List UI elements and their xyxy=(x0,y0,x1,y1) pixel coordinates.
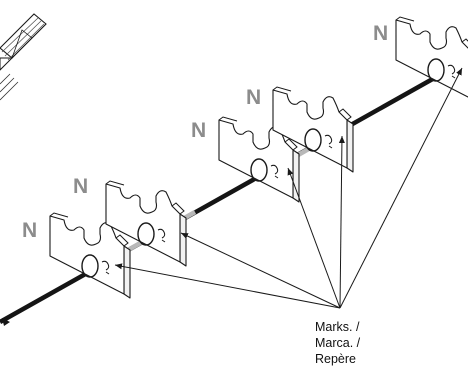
callout-line-2: Marca. / xyxy=(315,336,361,350)
callout-line-1: Marks. / xyxy=(315,320,360,334)
nut-label-4: N xyxy=(246,86,261,109)
leader-line-5 xyxy=(339,67,463,309)
leader-line-1 xyxy=(114,263,341,309)
tool-handle-icon xyxy=(0,13,47,101)
rod-dark-lower xyxy=(0,56,468,324)
leader-line-2 xyxy=(180,232,341,309)
nut-label-2: N xyxy=(73,175,88,198)
nut-label-5: N xyxy=(373,22,388,45)
callout-line-3: Repère xyxy=(315,352,356,366)
rod-end-icon xyxy=(2,318,10,326)
support-plate-5 xyxy=(395,16,468,103)
marks-callout: Marks. / Marca. / Repère xyxy=(315,320,361,366)
nut-label-3: N xyxy=(191,119,206,142)
mark-leader-lines xyxy=(114,67,463,309)
nut-label-1: N xyxy=(22,219,37,242)
threaded-rod xyxy=(0,56,468,326)
leader-line-3 xyxy=(287,167,341,309)
leader-line-4 xyxy=(338,135,345,309)
